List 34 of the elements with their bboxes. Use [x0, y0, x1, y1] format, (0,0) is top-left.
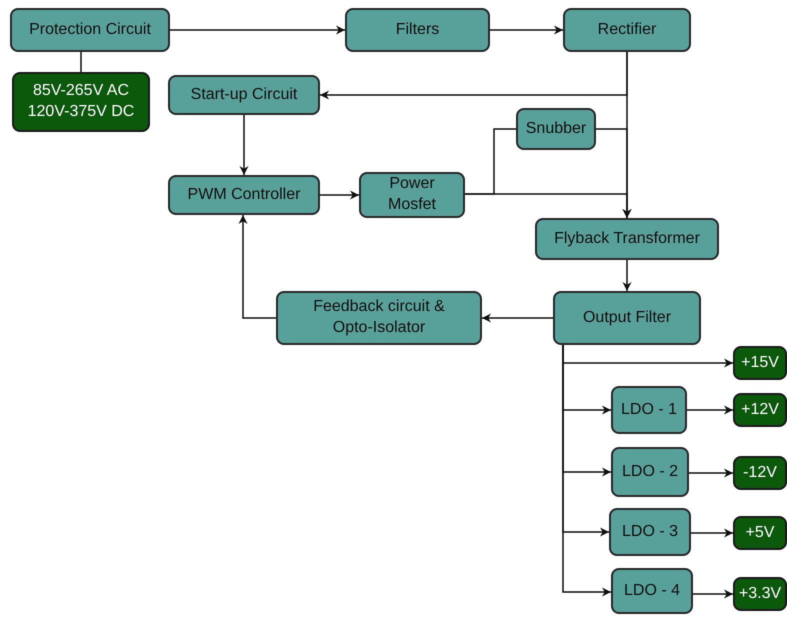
process-box: Output Filter — [553, 291, 701, 345]
arrow — [562, 345, 611, 596]
connector-line — [80, 52, 82, 72]
process-box: Snubber — [516, 108, 596, 150]
process-box: Filters — [345, 8, 490, 52]
output-voltage-box: 85V-265V AC 120V-375V DC — [12, 72, 150, 132]
arrow — [320, 190, 359, 200]
output-voltage-box: -12V — [733, 456, 787, 490]
output-voltage-box: +5V — [733, 516, 787, 550]
arrow — [490, 26, 563, 34]
output-voltage-box: +3.3V — [733, 577, 787, 611]
process-box: Power Mosfet — [359, 172, 465, 218]
arrow — [693, 590, 733, 598]
process-box: Protection Circuit — [10, 8, 170, 52]
process-box: LDO - 1 — [611, 386, 687, 434]
arrow — [170, 26, 345, 34]
process-box: PWM Controller — [168, 175, 320, 215]
process-box: LDO - 3 — [609, 508, 691, 556]
arrow — [238, 215, 276, 319]
arrow — [691, 528, 733, 538]
process-box: LDO - 2 — [611, 447, 689, 497]
arrow — [622, 260, 632, 291]
process-box: Start-up Circuit — [168, 75, 320, 115]
process-box: Flyback Transformer — [535, 218, 719, 260]
arrow — [689, 468, 733, 478]
arrow — [687, 406, 733, 414]
output-voltage-box: +15V — [733, 346, 787, 380]
process-box: Rectifier — [563, 8, 691, 52]
output-voltage-box: +12V — [733, 393, 787, 427]
arrow — [482, 314, 553, 322]
connector-line — [465, 128, 516, 195]
arrow — [240, 115, 248, 175]
process-box: Feedback circuit & Opto-Isolator — [276, 291, 482, 345]
process-box: LDO - 4 — [611, 568, 693, 614]
